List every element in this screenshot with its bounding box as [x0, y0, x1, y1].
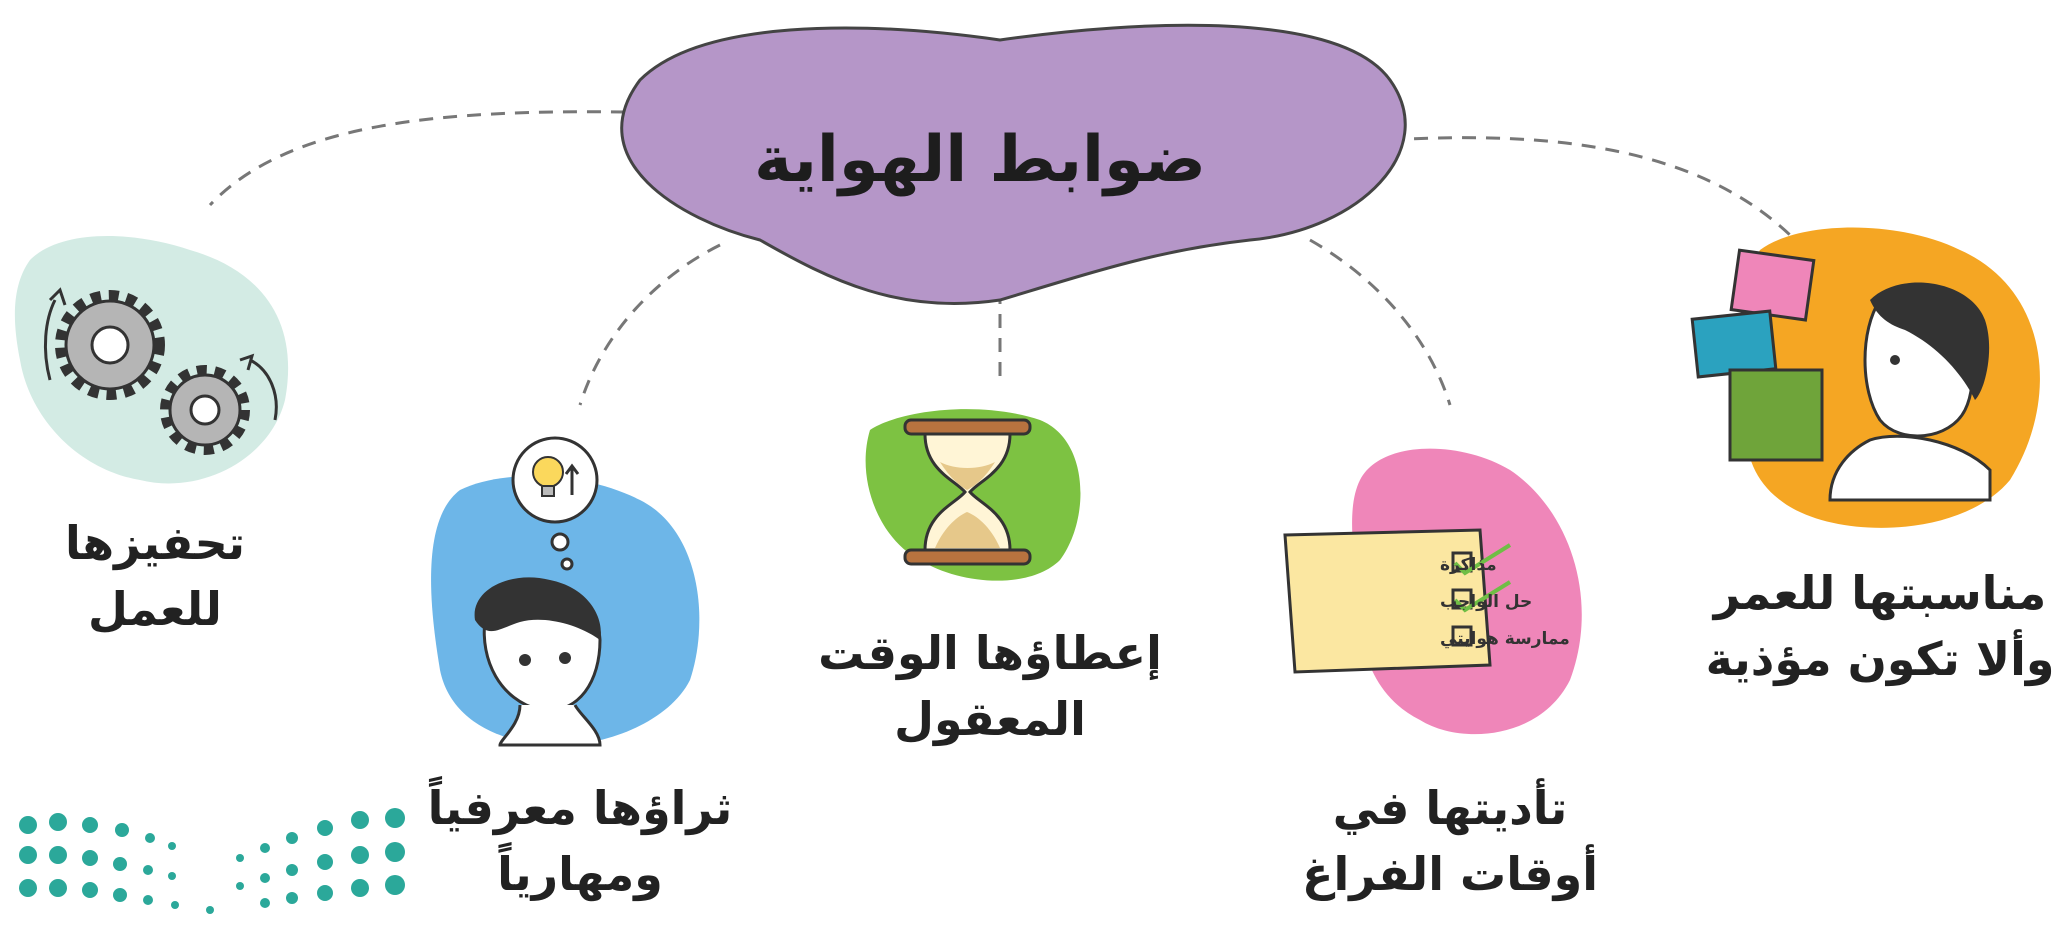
- gears-icon: [14, 236, 289, 484]
- hourglass-icon: [865, 409, 1081, 581]
- label-time-line-2: المعقول: [894, 692, 1086, 746]
- connector-enrich: [578, 243, 721, 406]
- label-age: مناسبتها للعمر وألا تكون مؤذية: [1690, 560, 2061, 692]
- label-age-line-1: مناسبتها للعمر: [1713, 566, 2047, 620]
- connector-free-time: [1309, 238, 1452, 406]
- label-free-time-line-2: أوقات الفراغ: [1302, 847, 1598, 901]
- checklist-item-1: مذاكرة: [1440, 555, 1497, 575]
- label-motivate-line-1: تحفيزها: [64, 516, 246, 570]
- center-title: ضوابط الهواية: [754, 123, 1206, 197]
- connector-age: [1389, 136, 1792, 237]
- label-time: إعطاؤها الوقت المعقول: [780, 620, 1200, 752]
- checklist-item-3: ممارسة هوايتي: [1440, 629, 1570, 649]
- checklist-item-2: حل الواجب: [1440, 592, 1532, 612]
- label-motivate-line-2: للعمل: [88, 582, 222, 636]
- ministry-logo-dots: [19, 808, 405, 914]
- boxes-person-icon: [1690, 227, 2040, 528]
- label-motivate: تحفيزها للعمل: [20, 510, 290, 642]
- label-free-time-line-1: تأديتها في: [1332, 781, 1568, 835]
- connector-motivate: [208, 110, 626, 207]
- connectors: [208, 110, 1792, 406]
- checklist-icon: مذاكرة حل الواجب ممارسة هوايتي: [1283, 448, 1582, 735]
- thinking-person-icon: [431, 436, 700, 747]
- label-enrich-line-2: ومهارياً: [497, 847, 663, 901]
- label-enrich-line-1: ثراؤها معرفياً: [427, 781, 733, 835]
- center-blob: [620, 23, 1407, 306]
- label-time-line-1: إعطاؤها الوقت: [818, 626, 1162, 680]
- label-free-time: تأديتها في أوقات الفراغ: [1250, 775, 1650, 907]
- label-enrich: ثراؤها معرفياً ومهارياً: [380, 775, 780, 907]
- label-age-line-2: وألا تكون مؤذية: [1705, 632, 2055, 686]
